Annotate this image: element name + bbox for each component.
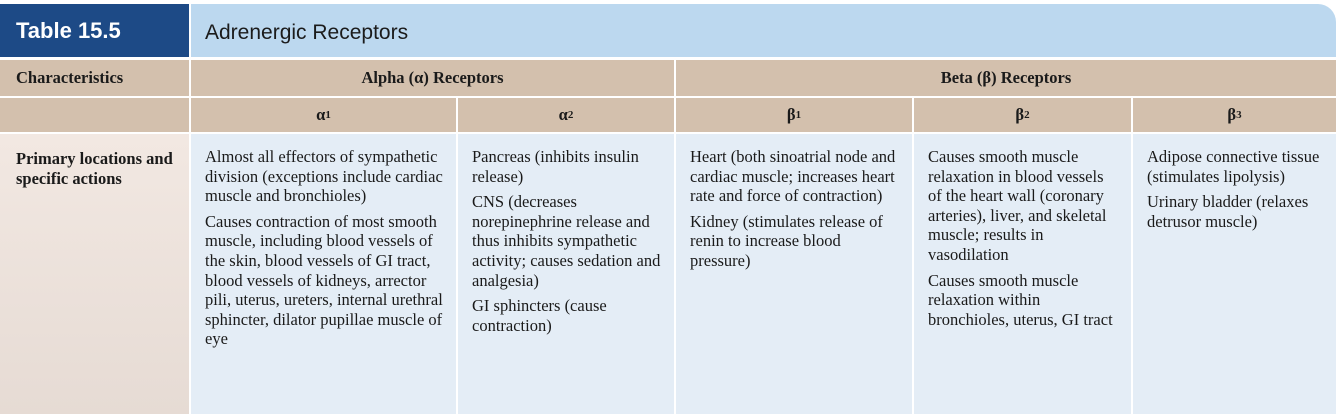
alpha-2-text-3: GI sphincters (cause contraction) (472, 296, 607, 335)
alpha-1-index: 1 (325, 109, 331, 121)
header-characteristics: Characteristics (0, 60, 189, 96)
table-title: Adrenergic Receptors (189, 4, 1336, 57)
beta-1-text-1: Heart (both sinoatrial node and cardiac … (690, 147, 896, 206)
beta-2-text-2: Causes smooth muscle relaxation within b… (928, 270, 1113, 329)
beta-1-text-2: Kidney (stimulates release of renin to i… (690, 211, 883, 270)
header-beta-receptors: Beta (β) Receptors (676, 60, 1336, 96)
alpha-1-text-1: Almost all effectors of sympathetic divi… (205, 147, 443, 206)
alpha-1-text-2: Causes contraction of most smooth muscle… (205, 211, 443, 349)
alpha-2-text-2: CNS (decreases norepinephrine release an… (472, 192, 661, 290)
cell-alpha-1: Almost all effectors of sympathetic divi… (191, 134, 456, 414)
beta-1-index: 1 (795, 109, 802, 121)
cell-beta-3: Adipose connective tissue (stimulates li… (1133, 134, 1336, 414)
header-characteristics-blank (0, 98, 189, 132)
alpha-2-index: 2 (567, 109, 574, 121)
row-label-primary-locations: Primary locations and specific actions (0, 134, 189, 414)
table-number: Table 15.5 (0, 4, 189, 57)
beta-3-text-2: Urinary bladder (relaxes detrusor muscle… (1147, 192, 1309, 231)
beta-3-index: 3 (1236, 109, 1242, 121)
beta-3-symbol: β (1227, 105, 1237, 124)
alpha-2-symbol: α (558, 105, 568, 124)
beta-2-index: 2 (1024, 109, 1030, 121)
alpha-2-text-1: Pancreas (inhibits insulin release) (472, 147, 639, 186)
beta-2-text-1: Causes smooth muscle relaxation in blood… (928, 147, 1107, 264)
cell-beta-2: Causes smooth muscle relaxation in blood… (914, 134, 1131, 414)
alpha-1-symbol: α (316, 105, 326, 124)
beta-3-text-1: Adipose connective tissue (stimulates li… (1147, 147, 1320, 186)
beta-1-symbol: β (786, 105, 796, 124)
cell-alpha-2: Pancreas (inhibits insulin release) CNS … (458, 134, 674, 414)
beta-2-symbol: β (1015, 105, 1025, 124)
header-alpha-receptors: Alpha (α) Receptors (191, 60, 674, 96)
cell-beta-1: Heart (both sinoatrial node and cardiac … (676, 134, 912, 414)
table-title-bar: Table 15.5 Adrenergic Receptors (0, 4, 1336, 57)
